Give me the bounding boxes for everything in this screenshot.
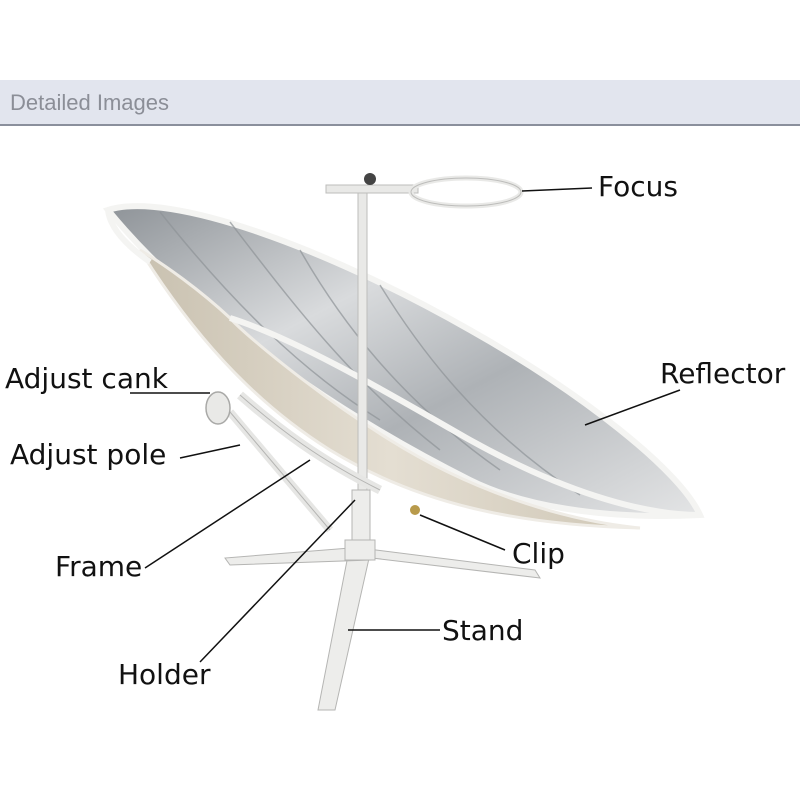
label-adjust-pole: Adjust pole (10, 438, 166, 471)
label-reflector: Reflector (660, 357, 786, 390)
label-holder: Holder (118, 658, 211, 691)
leader-frame (144, 459, 311, 569)
clip-part (410, 505, 420, 515)
label-stand: Stand (442, 614, 523, 647)
leader-adjust-pole (179, 444, 241, 459)
leader-holder (199, 499, 356, 663)
leader-clip (419, 514, 506, 551)
leader-lines (130, 187, 681, 663)
focus-support-pole (357, 189, 368, 491)
focus-knob (364, 173, 376, 185)
label-frame: Frame (55, 550, 142, 583)
section-title: Detailed Images (10, 90, 169, 115)
stand-legs (224, 539, 541, 711)
adjust-crank-wheel (205, 391, 231, 425)
dish-back-rim (229, 315, 701, 518)
leader-reflector (584, 389, 681, 426)
section-header: Detailed Images (0, 80, 800, 126)
leader-focus (521, 187, 593, 192)
focus-crossbar (325, 184, 419, 194)
reflector-rim (105, 209, 152, 265)
label-clip: Clip (512, 537, 565, 570)
label-focus: Focus (598, 170, 678, 203)
label-adjust-crank: Adjust cank (5, 362, 169, 395)
